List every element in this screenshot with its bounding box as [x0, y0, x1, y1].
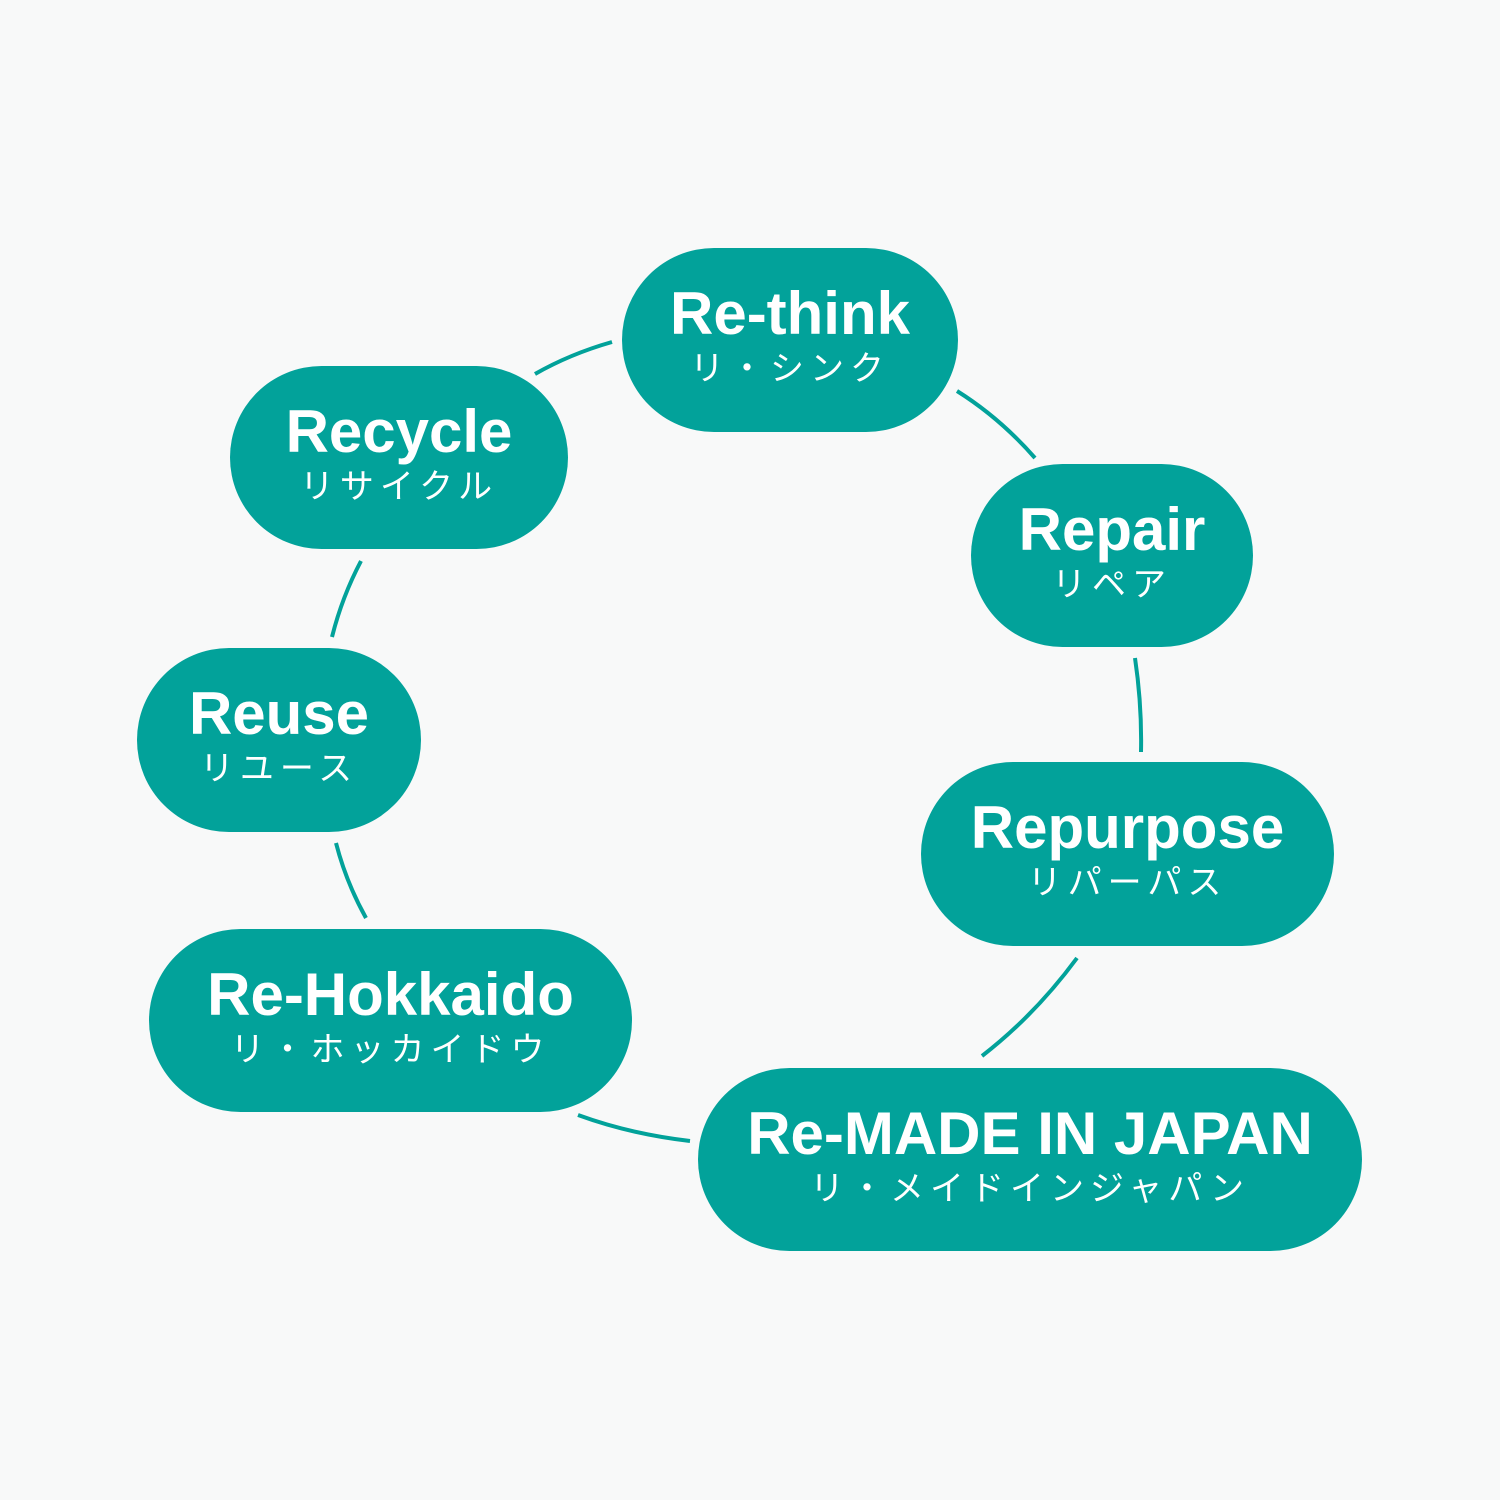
- connector-remadeinjapan-rehokkaido: [577, 1113, 691, 1143]
- node-subtitle: リサイクル: [299, 466, 499, 507]
- connector-repair-repurpose: [1133, 657, 1144, 753]
- node-subtitle: リユース: [199, 749, 359, 789]
- node-title: Re-think: [670, 280, 910, 347]
- node-recycle: Recycle リサイクル: [230, 366, 568, 549]
- node-repurpose: Repurpose リパーパス: [921, 762, 1334, 946]
- node-title: Repurpose: [970, 794, 1285, 861]
- node-title: Reuse: [188, 680, 370, 747]
- node-rehokkaido: Re-Hokkaido リ・ホッカイドウ: [149, 929, 632, 1112]
- connector-repurpose-remadeinjapan: [980, 956, 1079, 1058]
- node-subtitle: リ・メイドインジャパン: [810, 1168, 1250, 1209]
- node-subtitle: リペア: [1052, 564, 1172, 605]
- node-remadeinjapan: Re-MADE IN JAPAN リ・メイドインジャパン: [698, 1068, 1362, 1251]
- node-subtitle: リパーパス: [1027, 863, 1228, 903]
- connector-reuse-recycle: [330, 560, 363, 638]
- connector-rehokkaido-reuse: [334, 842, 368, 919]
- node-title: Repair: [1018, 495, 1206, 563]
- node-subtitle: リ・シンク: [690, 349, 890, 389]
- node-subtitle: リ・ホッカイドウ: [230, 1029, 551, 1070]
- node-rethink: Re-think リ・シンク: [622, 248, 958, 432]
- connector-rethink-repair: [955, 389, 1037, 460]
- node-repair: Repair リペア: [971, 464, 1253, 647]
- node-title: Re-Hokkaido: [207, 960, 574, 1028]
- connector-recycle-rethink: [534, 340, 613, 376]
- node-title: Re-MADE IN JAPAN: [747, 1099, 1313, 1167]
- node-title: Recycle: [285, 397, 513, 465]
- node-reuse: Reuse リユース: [137, 648, 421, 832]
